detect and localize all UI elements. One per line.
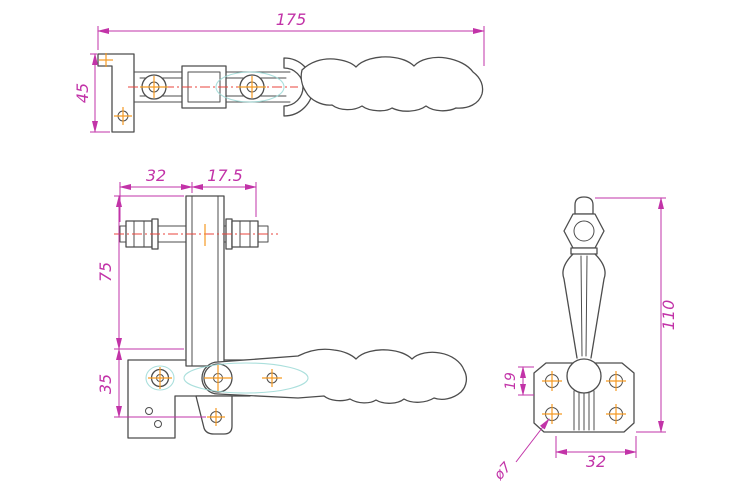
dim-base-height: 35	[96, 374, 115, 394]
arm-slot-lines	[573, 390, 595, 431]
dim-hole-row-offset: 19	[503, 372, 519, 390]
center-marks-end	[542, 371, 626, 424]
mounting-bracket	[97, 53, 135, 133]
pivot-boss	[566, 358, 602, 394]
end-view-part	[533, 196, 635, 433]
hex-nut-end	[563, 213, 605, 249]
dim-arm-height: 75	[96, 262, 115, 282]
side-view: 175 45	[73, 10, 485, 133]
end-view: 110 19 32 ø7	[491, 196, 678, 484]
dim-overall-height: 110	[659, 300, 678, 331]
front-view-part	[119, 195, 468, 439]
highlight-ellipse-pivot	[183, 362, 309, 394]
dim-bracket-height: 45	[73, 83, 92, 103]
dim-hole-diameter: ø7	[491, 459, 515, 484]
nut-collar	[570, 247, 598, 255]
side-view-dimensions: 175 45	[73, 10, 485, 133]
center-marks-side	[99, 53, 266, 125]
dim-base-width: 32	[586, 452, 606, 471]
arm-profile-right	[590, 253, 606, 359]
highlight-ellipse-side	[215, 71, 285, 103]
spindle-cap	[574, 196, 594, 215]
dim-arm-to-spindle-end: 17.5	[207, 166, 243, 185]
base-foot-tab	[195, 395, 233, 435]
handle-grip-front	[201, 348, 468, 404]
front-view: 32 17.5 75 35	[96, 166, 468, 439]
front-view-dimensions: 32 17.5 75 35	[96, 166, 257, 418]
handle-grip-side	[300, 56, 484, 112]
side-view-part	[97, 53, 484, 133]
center-marks-front	[148, 224, 282, 426]
arm-profile-left	[562, 253, 578, 359]
highlight-ellipse-hole	[145, 365, 175, 391]
dim-spindle-to-arm: 32	[146, 166, 166, 185]
dim-overall-length: 175	[276, 10, 307, 29]
